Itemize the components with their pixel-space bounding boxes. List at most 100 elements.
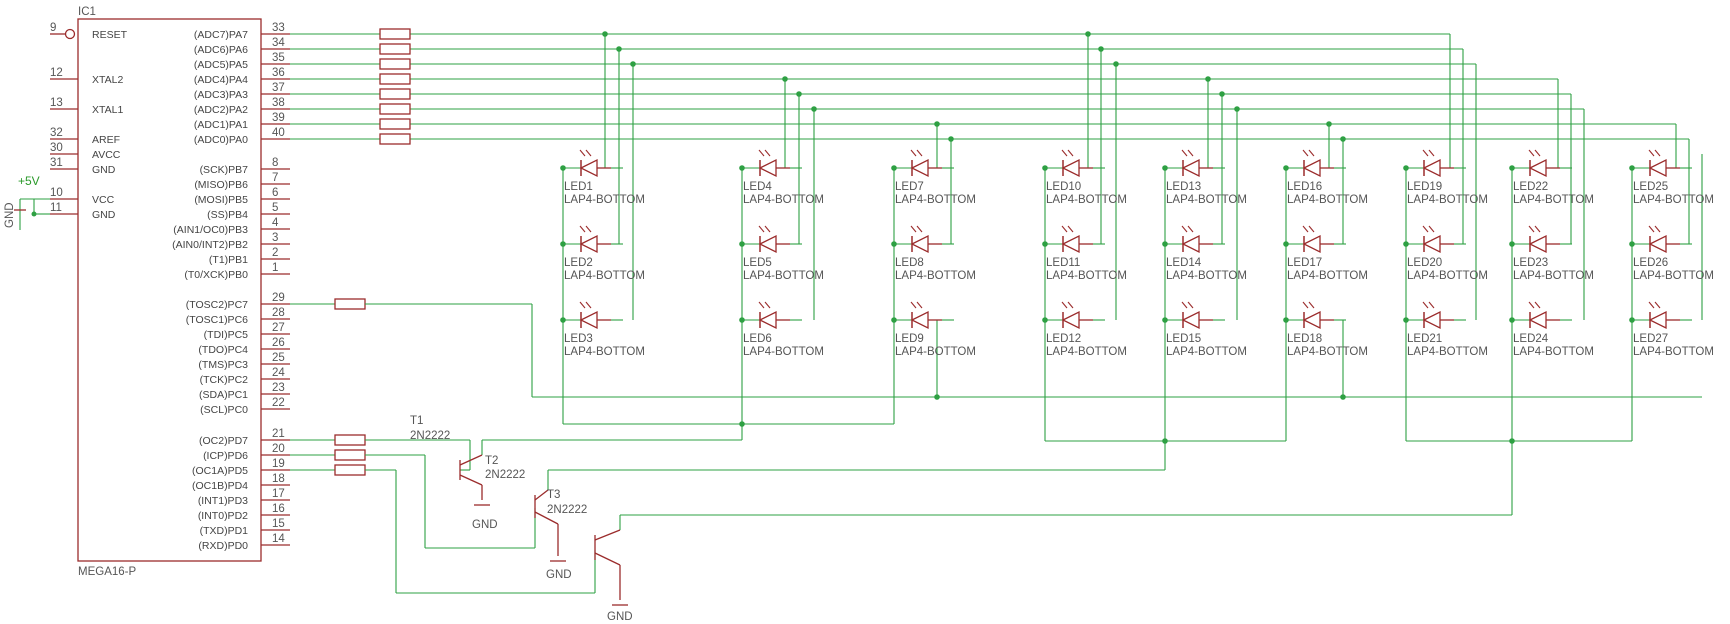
- led-label: LED15: [1166, 333, 1201, 345]
- power-supply: +5V GND: [4, 174, 50, 230]
- led-value: LAP4-BOTTOM: [1407, 346, 1488, 358]
- pin-name-pc6: (TOSC1)PC6: [186, 314, 248, 326]
- pin-name-pd4: (OC1B)PD4: [192, 480, 248, 492]
- led-value: LAP4-BOTTOM: [1633, 270, 1714, 282]
- ic1-value: MEGA16-P: [78, 566, 136, 578]
- pin-num-19: 19: [272, 458, 285, 470]
- pin-num-20: 20: [272, 443, 285, 455]
- pin-name-pd1: (TXD)PD1: [200, 525, 249, 537]
- ic1: IC1 MEGA16-P: [77, 6, 262, 578]
- led-label: LED16: [1287, 181, 1322, 193]
- gnd-label-ic: GND: [4, 202, 16, 228]
- pin-name-pc5: (TDI)PC5: [204, 329, 248, 341]
- led-value: LAP4-BOTTOM: [895, 346, 976, 358]
- led-label: LED24: [1513, 333, 1549, 345]
- led-label: LED10: [1046, 181, 1081, 193]
- pin-num-32: 32: [50, 127, 63, 139]
- port-a-taps: [602, 31, 1346, 320]
- led-label: LED9: [895, 333, 924, 345]
- resistor-pa2: [379, 103, 411, 115]
- pin-num-4: 4: [272, 217, 279, 229]
- led-value: LAP4-BOTTOM: [1046, 270, 1127, 282]
- resistor-pd5: [334, 464, 366, 476]
- pin-num-10: 10: [50, 187, 63, 199]
- pin-name-pb6: (MISO)PB6: [194, 179, 248, 191]
- led-label: LED27: [1633, 333, 1668, 345]
- pin-name-pa2: (ADC2)PA2: [194, 104, 248, 116]
- pin-num-15: 15: [272, 518, 285, 530]
- pin-num-6: 6: [272, 187, 278, 199]
- pin-num-7: 7: [272, 172, 278, 184]
- pin-name-reset: RESET: [92, 29, 128, 41]
- pin-name-pd2: (INT0)PD2: [198, 510, 248, 522]
- led-value: LAP4-BOTTOM: [1166, 270, 1247, 282]
- led-value: LAP4-BOTTOM: [1166, 346, 1247, 358]
- pin-num-16: 16: [272, 503, 285, 515]
- pin-num-22: 22: [272, 397, 285, 409]
- led-label: LED12: [1046, 333, 1081, 345]
- pin-num-14: 14: [272, 533, 285, 545]
- pin-num-5: 5: [272, 202, 278, 214]
- led-value: LAP4-BOTTOM: [1287, 270, 1368, 282]
- t1-name: T1: [410, 415, 423, 427]
- pin-name-pa7: (ADC7)PA7: [194, 29, 248, 41]
- transistor-t1: T1 2N2222 GND: [410, 415, 498, 531]
- pin-name-gnd-31: GND: [92, 164, 116, 176]
- led-label: LED26: [1633, 257, 1668, 269]
- pin-num-34: 34: [272, 37, 285, 49]
- pin-name-gnd-11: GND: [92, 209, 116, 221]
- led-value: LAP4-BOTTOM: [1633, 346, 1714, 358]
- pin-name-pb5: (MOSI)PB5: [194, 194, 248, 206]
- gnd-label-t1: GND: [472, 519, 498, 531]
- transistor-t2: T2 2N2222 GND: [485, 455, 572, 581]
- pin-name-pa5: (ADC5)PA5: [194, 59, 248, 71]
- pin-name-pb3: (AIN1/OC0)PB3: [173, 224, 248, 236]
- led-label: LED1: [564, 181, 593, 193]
- led-value: LAP4-BOTTOM: [1046, 194, 1127, 206]
- resistor-pa1: [379, 118, 411, 130]
- led-value: LAP4-BOTTOM: [895, 194, 976, 206]
- pin-name-pd7: (OC2)PD7: [199, 435, 248, 447]
- pin-name-pc2: (TCK)PC2: [200, 374, 249, 386]
- pin-name-avcc: AVCC: [92, 149, 121, 161]
- led-label: LED17: [1287, 257, 1322, 269]
- gnd-label-t3: GND: [607, 611, 633, 623]
- led-label: LED2: [564, 257, 593, 269]
- led-label: LED11: [1046, 257, 1080, 269]
- pin-num-13: 13: [50, 97, 63, 109]
- pin-num-38: 38: [272, 97, 285, 109]
- resistor-pc7: [334, 298, 366, 310]
- led-label: LED19: [1407, 181, 1442, 193]
- pin-name-pa3: (ADC3)PA3: [194, 89, 248, 101]
- resistor-pa0: [379, 133, 411, 145]
- transistor-wires: [395, 424, 1513, 594]
- ic1-left-pins: 9 RESET 12 XTAL2 13 XTAL1 32 AREF 30 AVC…: [50, 22, 128, 221]
- cathode-buses: [562, 168, 1633, 444]
- led-value: LAP4-BOTTOM: [1633, 194, 1714, 206]
- led-label: LED25: [1633, 181, 1668, 193]
- led-value: LAP4-BOTTOM: [1407, 270, 1488, 282]
- ic1-name: IC1: [78, 6, 96, 18]
- resistor-pa3: [379, 88, 411, 100]
- pin-num-11: 11: [50, 202, 62, 214]
- pin-name-pa0: (ADC0)PA0: [194, 134, 248, 146]
- pin-name-pa1: (ADC1)PA1: [194, 119, 248, 131]
- pin-name-xtal2: XTAL2: [92, 74, 123, 86]
- pin-name-pb7: (SCK)PB7: [200, 164, 249, 176]
- pin-name-pa6: (ADC6)PA6: [194, 44, 248, 56]
- led-value: LAP4-BOTTOM: [1166, 194, 1247, 206]
